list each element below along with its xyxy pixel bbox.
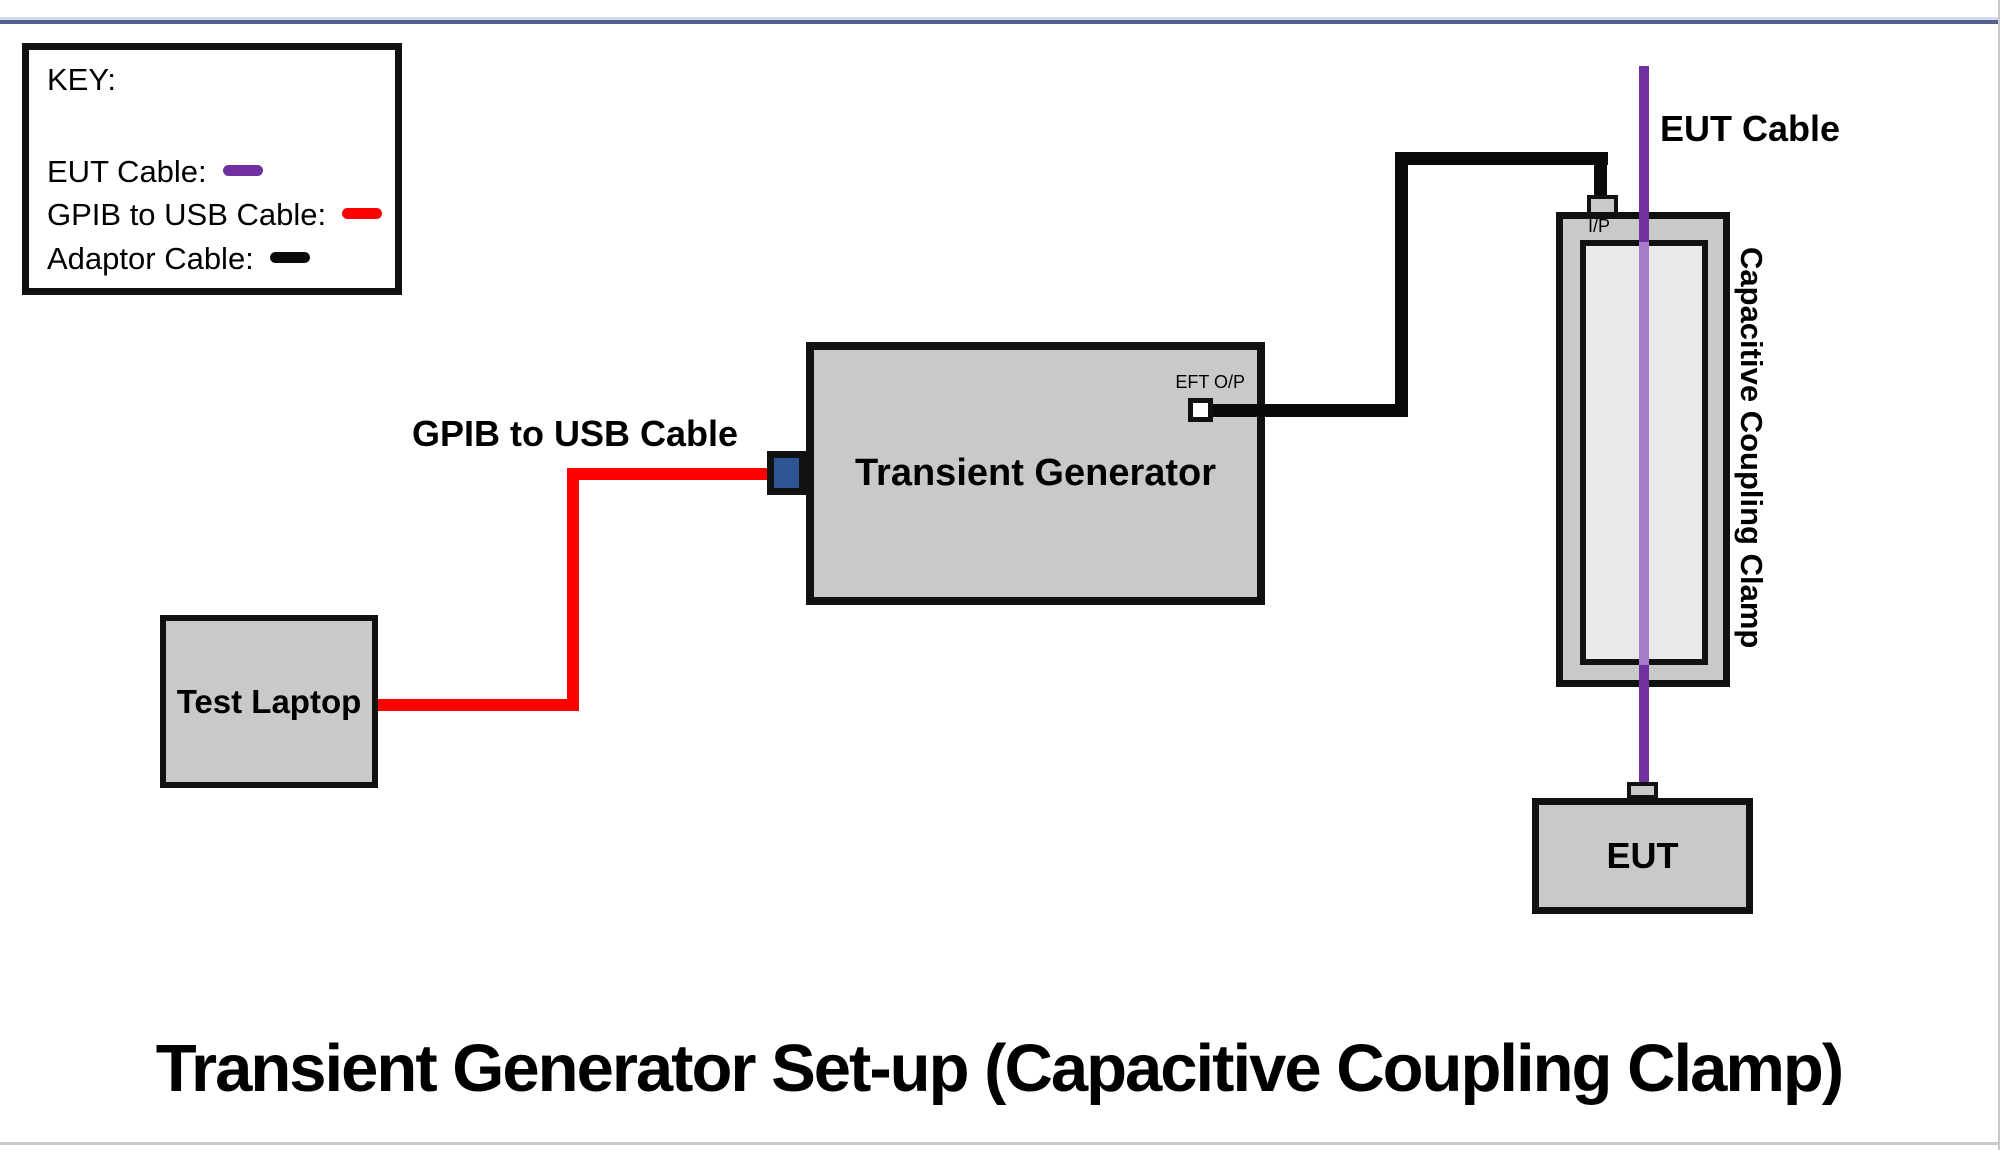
key-item-label: EUT Cable:	[47, 154, 207, 189]
eut-box: EUT	[1532, 798, 1753, 914]
clamp-input-connector	[1587, 195, 1618, 216]
adaptor-cable-segment-from-port	[1210, 404, 1407, 417]
gpib-cable-segment-to-generator	[567, 468, 773, 480]
top-accent-line-light	[0, 17, 1998, 20]
adaptor-cable-segment-drop	[1594, 152, 1607, 200]
key-item-gpib-cable: GPIB to USB Cable:	[47, 197, 383, 233]
eut-label: EUT	[1606, 835, 1679, 876]
gpib-cable-swatch	[342, 208, 383, 220]
gpib-cable-segment-riser	[567, 468, 579, 711]
key-title: KEY:	[47, 62, 116, 97]
clamp-input-port-label: I/P	[1588, 216, 1611, 236]
key-item-eut-cable: EUT Cable:	[47, 154, 263, 190]
eut-cable-segment-top	[1639, 66, 1649, 242]
key-item-label: GPIB to USB Cable:	[47, 197, 327, 232]
eft-op-port-label: EFT O/P	[1175, 372, 1245, 392]
gpib-cable-segment-from-laptop	[378, 699, 579, 711]
eut-cable-segment-through-clamp	[1639, 242, 1649, 665]
eut-connector	[1627, 782, 1658, 799]
transient-generator-label: Transient Generator	[854, 452, 1217, 494]
eut-cable-segment-bottom	[1639, 665, 1649, 784]
adaptor-cable-segment-riser	[1395, 152, 1408, 417]
key-item-label: Adaptor Cable:	[47, 241, 254, 276]
coupling-clamp-label: Capacitive Coupling Clamp	[1734, 247, 1769, 649]
adaptor-cable-segment-top	[1395, 152, 1608, 165]
eft-op-port	[1188, 398, 1213, 422]
adaptor-cable-swatch	[269, 252, 310, 264]
bottom-edge-line	[0, 1142, 1998, 1145]
test-laptop-label: Test Laptop	[176, 682, 362, 720]
eut-cable-label: EUT Cable	[1660, 108, 1841, 149]
transient-generator-box: Transient Generator	[806, 342, 1265, 605]
test-laptop-box: Test Laptop	[160, 615, 378, 788]
key-legend: KEY: EUT Cable: GPIB to USB Cable: Adapt…	[22, 43, 402, 295]
gpib-cable-label: GPIB to USB Cable	[411, 413, 739, 454]
top-accent-line	[0, 20, 1998, 24]
key-item-adaptor-cable: Adaptor Cable:	[47, 241, 310, 277]
diagram-title: Transient Generator Set-up (Capacitive C…	[155, 1031, 1844, 1106]
eut-cable-swatch	[222, 165, 263, 177]
usb-connector	[767, 451, 806, 495]
